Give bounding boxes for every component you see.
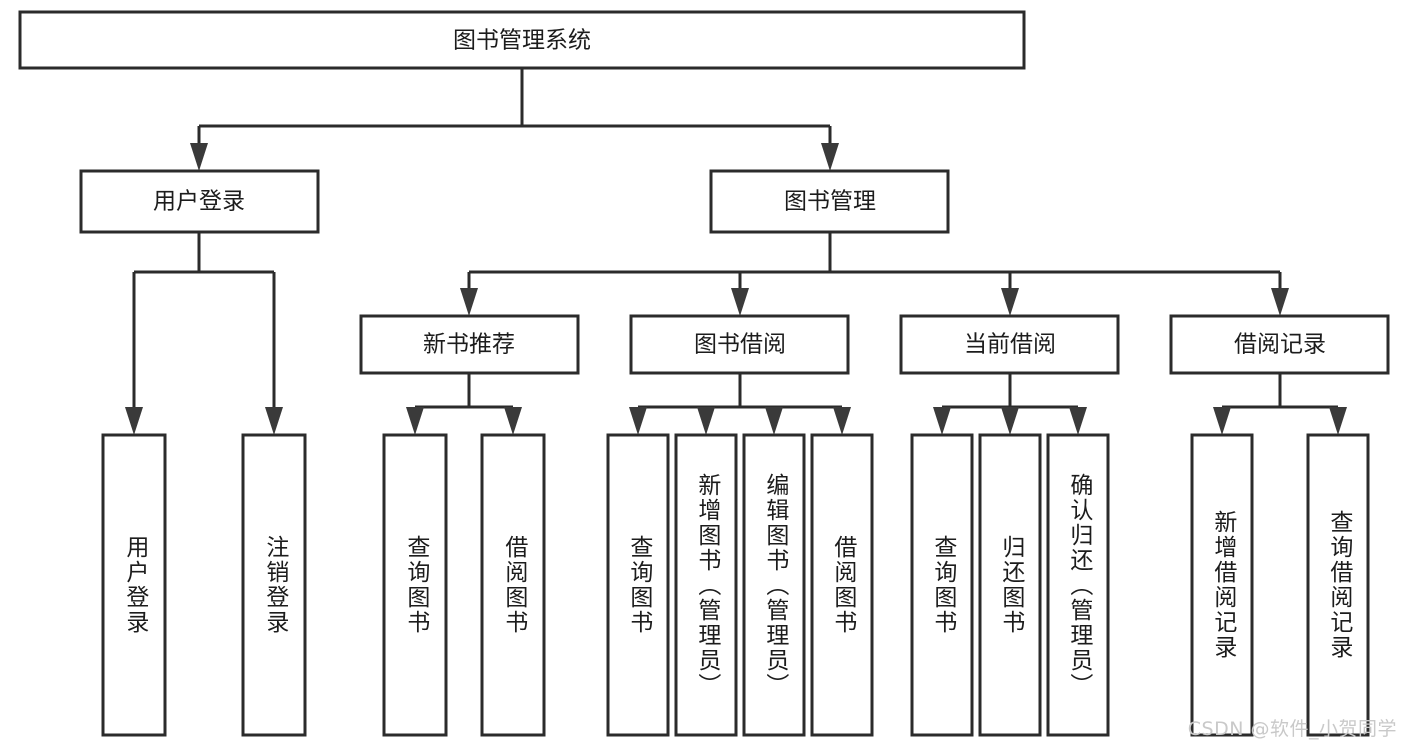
- leaf-node-add-book[interactable]: [674, 433, 738, 737]
- node-book-manage-label: 图书管理: [784, 189, 876, 215]
- node-current-borrow[interactable]: 当前借阅: [899, 314, 1120, 375]
- node-current-borrow-label: 当前借阅: [964, 332, 1056, 358]
- node-root[interactable]: 图书管理系统: [18, 10, 1026, 70]
- leaf-node-logout-login[interactable]: [241, 433, 307, 737]
- node-book-manage[interactable]: 图书管理: [709, 169, 950, 234]
- leaf-node-add-record[interactable]: [1190, 433, 1254, 737]
- connector-group-root: [190, 68, 839, 171]
- leaf-node-confirm-return[interactable]: [1046, 433, 1110, 737]
- node-new-book-recommend[interactable]: 新书推荐: [359, 314, 580, 375]
- leaf-node-borrow-book-1[interactable]: [480, 433, 546, 737]
- connector-group-book-manage: [460, 232, 1289, 316]
- node-root-label: 图书管理系统: [453, 28, 591, 54]
- node-new-book-recommend-label: 新书推荐: [423, 332, 515, 358]
- connector-group-new-book-recommend: [406, 373, 522, 435]
- connector-group-borrow-record: [1213, 373, 1347, 435]
- leaf-node-query-book-1[interactable]: [382, 433, 448, 737]
- leaf-node-return-book[interactable]: [978, 433, 1042, 737]
- leaf-node-borrow-book-2[interactable]: [810, 433, 874, 737]
- connector-group-user-login: [125, 232, 283, 435]
- node-user-login-label: 用户登录: [153, 189, 245, 215]
- csdn-watermark: CSDN @软件_小贺同学: [1187, 718, 1397, 740]
- node-borrow-record[interactable]: 借阅记录: [1169, 314, 1390, 375]
- leaf-node-query-book-3[interactable]: [910, 433, 974, 737]
- leaf-node-query-record[interactable]: [1306, 433, 1370, 737]
- node-borrow-record-label: 借阅记录: [1234, 332, 1326, 358]
- leaf-node-edit-book[interactable]: [742, 433, 806, 737]
- node-user-login[interactable]: 用户登录: [79, 169, 320, 234]
- connector-group-current-borrow: [933, 373, 1087, 435]
- node-book-borrow[interactable]: 图书借阅: [629, 314, 850, 375]
- connector-group-book-borrow: [629, 373, 851, 435]
- leaf-node-user-login[interactable]: [101, 433, 167, 737]
- node-book-borrow-label: 图书借阅: [694, 332, 786, 358]
- leaf-node-query-book-2[interactable]: [606, 433, 670, 737]
